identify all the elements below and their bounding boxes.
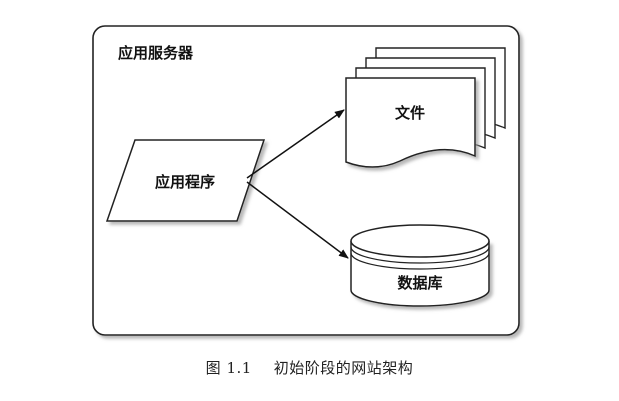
file-node: 文件 (345, 47, 506, 168)
edge-app-to-file (246, 109, 345, 179)
app-server-label: 应用服务器 (118, 44, 194, 62)
file-node-label: 文件 (395, 104, 425, 122)
app-node: 应用程序 (105, 139, 266, 222)
figure-title: 初始阶段的网站架构 (273, 359, 414, 377)
edge-app-to-db (246, 181, 349, 259)
db-node-label: 数据库 (397, 274, 442, 292)
app-node-label: 应用程序 (155, 173, 215, 191)
figure-caption: 图 1.1 初始阶段的网站架构 (0, 357, 619, 378)
figure-number: 图 1.1 (205, 359, 252, 377)
db-node: 数据库 (350, 224, 490, 307)
